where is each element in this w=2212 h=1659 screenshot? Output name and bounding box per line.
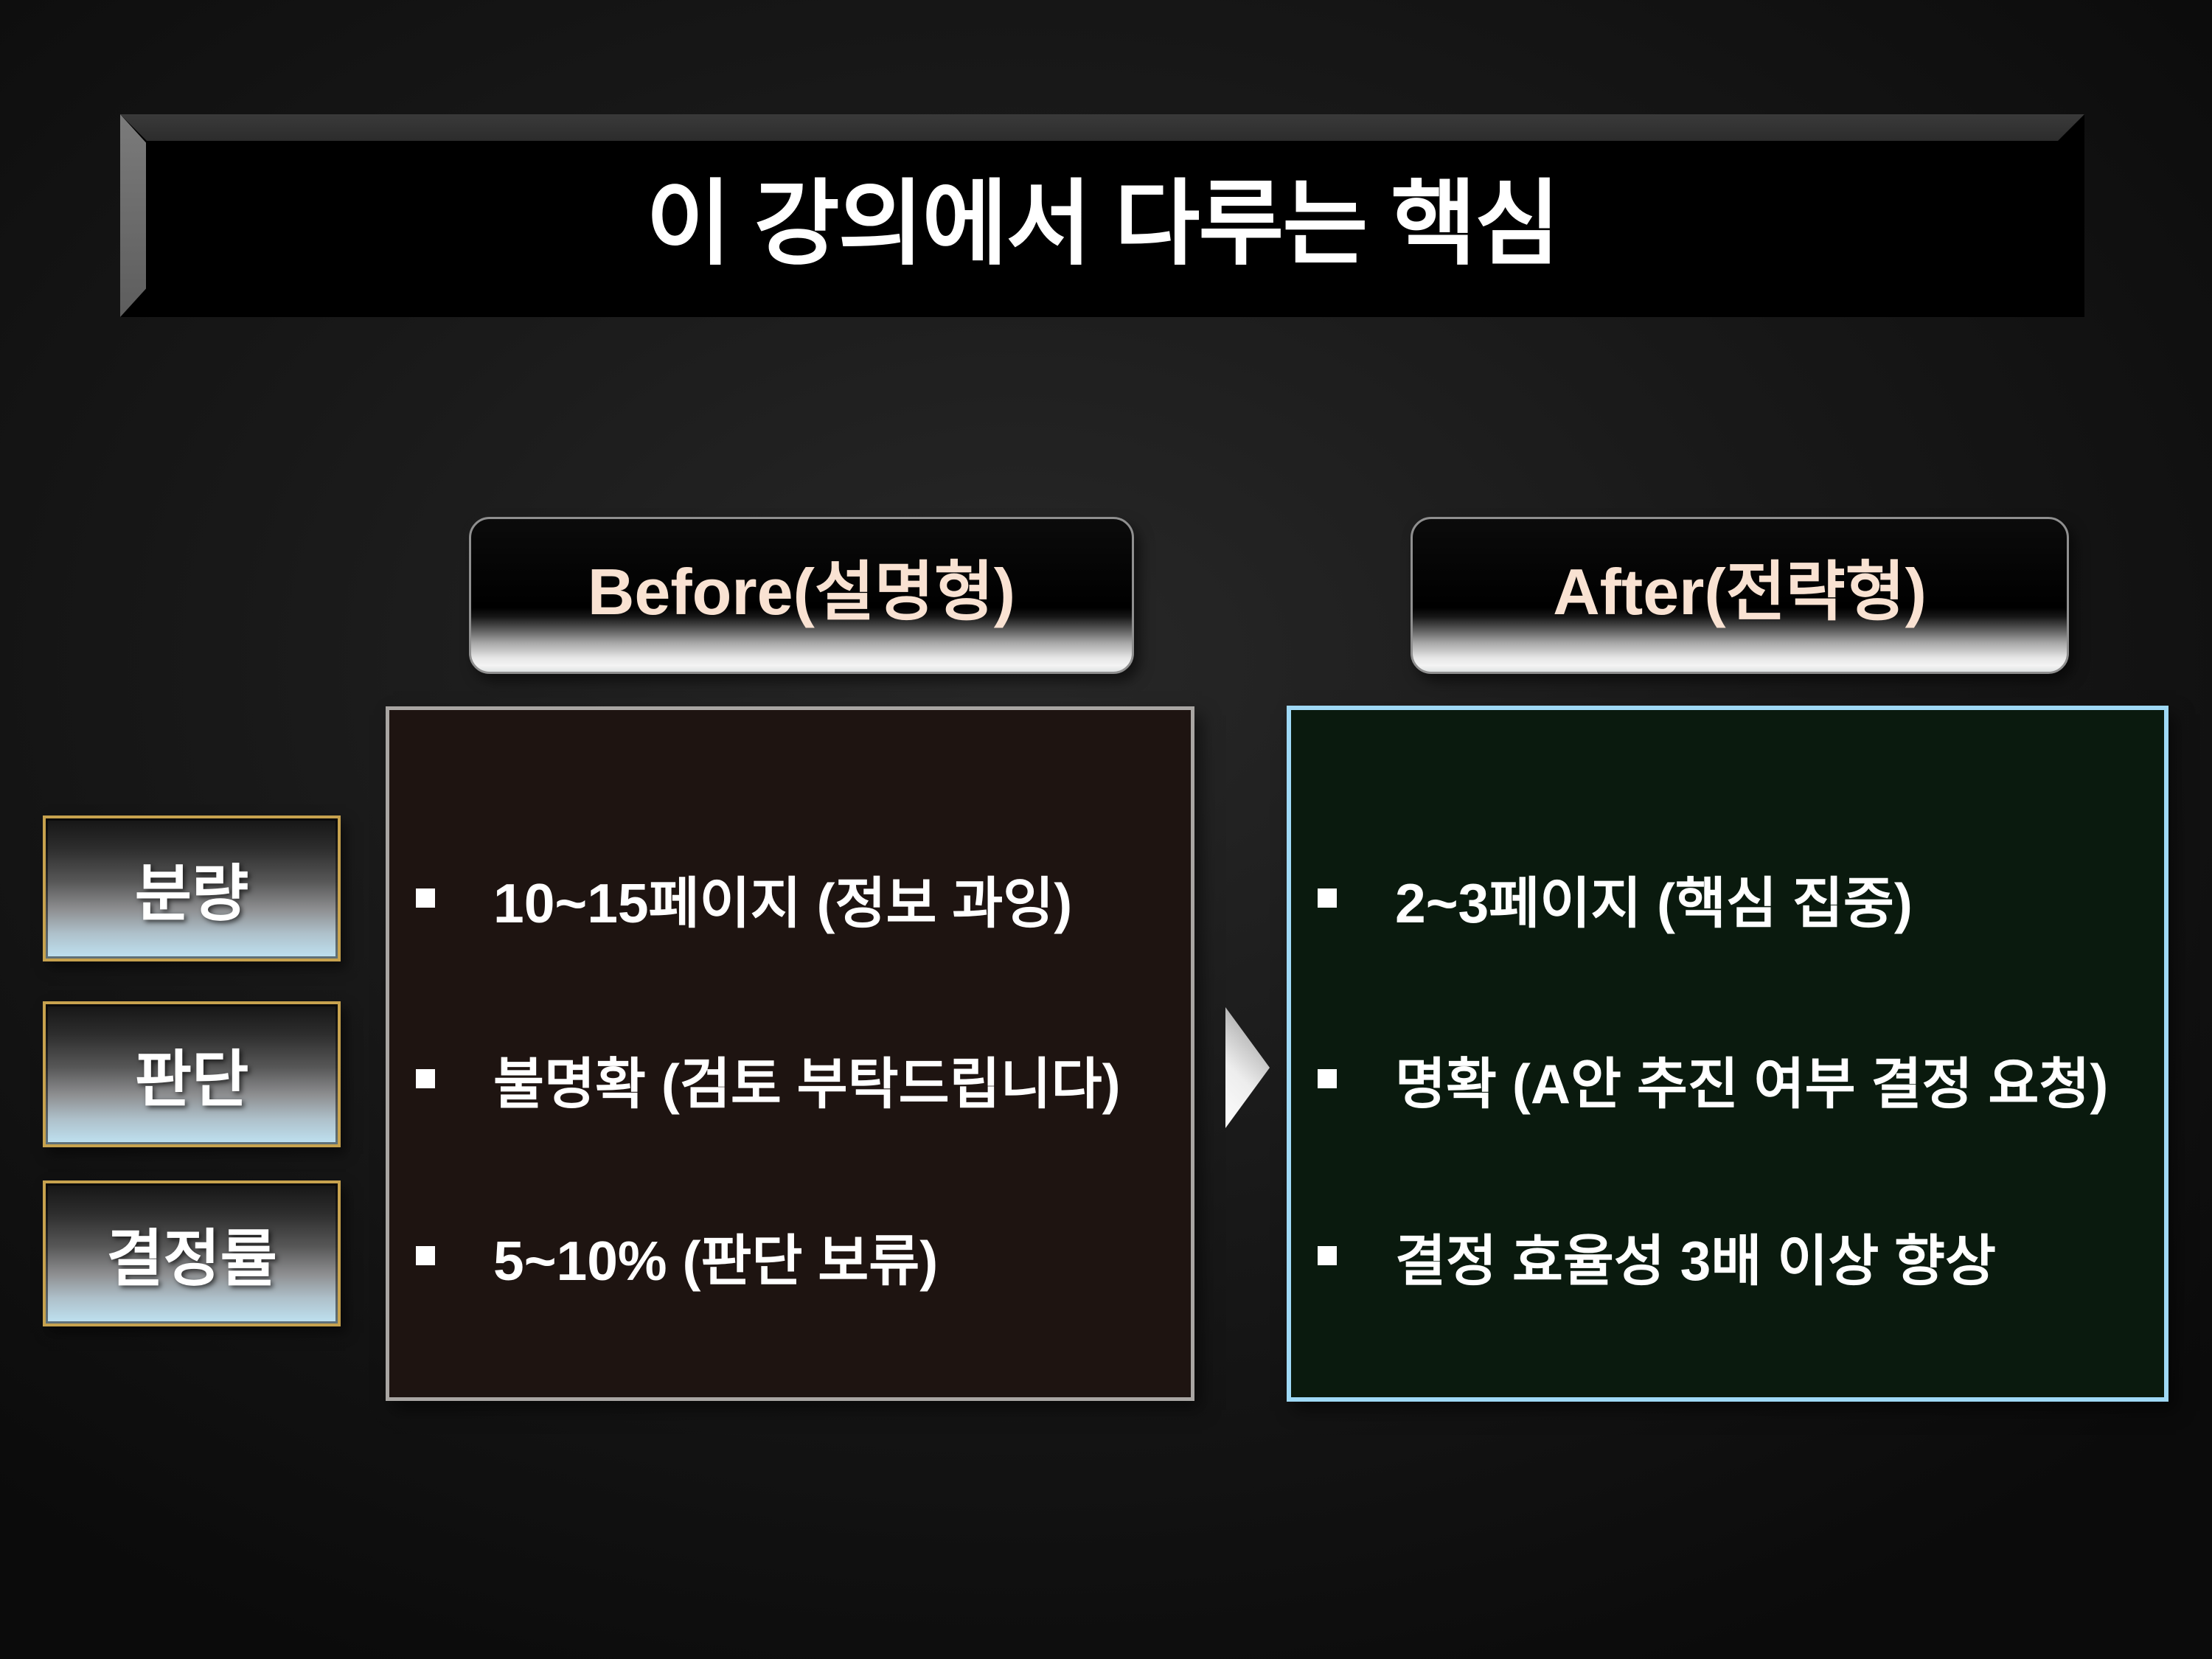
bullet-item: 명확 (A안 추진 여부 결정 요청) [1318, 1038, 2152, 1119]
bullet-item: 2~3페이지 (핵심 집중) [1318, 858, 2152, 939]
bullet-item: 불명확 (검토 부탁드립니다) [416, 1038, 1179, 1119]
page-title: 이 강의에서 다루는 핵심 [645, 171, 1560, 276]
column-header-before: Before(설명형) [469, 517, 1134, 674]
right-arrow-icon [1225, 1007, 1270, 1128]
bullet-square-icon [1318, 1069, 1337, 1088]
bullet-text: 5~10% (판단 보류) [493, 1229, 939, 1292]
row-label: 분량 [43, 815, 341, 961]
row-label: 판단 [43, 1001, 341, 1147]
after-content-box: 2~3페이지 (핵심 집중) 명확 (A안 추진 여부 결정 요청) 결정 효율… [1287, 706, 2168, 1402]
bullet-square-icon [416, 1069, 435, 1088]
bullet-text: 불명확 (검토 부탁드립니다) [493, 1052, 1121, 1115]
row-label-text: 결정률 [106, 1223, 277, 1293]
row-label-text: 분량 [134, 858, 249, 928]
bullet-text: 명확 (A안 추진 여부 결정 요청) [1395, 1052, 2109, 1115]
title-bar: 이 강의에서 다루는 핵심 [120, 114, 2084, 317]
bullet-text: 결정 효율성 3배 이상 향상 [1395, 1229, 1997, 1292]
bullet-square-icon [416, 888, 435, 908]
bullet-item: 5~10% (판단 보류) [416, 1215, 1179, 1296]
before-content-box: 10~15페이지 (정보 과잉) 불명확 (검토 부탁드립니다) 5~10% (… [386, 706, 1194, 1401]
row-label-text: 판단 [134, 1044, 249, 1114]
row-label: 결정률 [43, 1180, 341, 1326]
bullet-item: 결정 효율성 3배 이상 향상 [1318, 1215, 2152, 1296]
column-header-after-label: After(전략형) [1553, 555, 1927, 628]
title-bar-top-bevel [120, 114, 2084, 141]
bullet-square-icon [416, 1246, 435, 1265]
column-header-before-label: Before(설명형) [587, 555, 1016, 628]
bullet-square-icon [1318, 1246, 1337, 1265]
title-bar-left-bevel [120, 114, 146, 317]
bullet-text: 2~3페이지 (핵심 집중) [1395, 872, 1913, 934]
bullet-text: 10~15페이지 (정보 과잉) [493, 872, 1073, 934]
bullet-item: 10~15페이지 (정보 과잉) [416, 858, 1179, 939]
column-header-after: After(전략형) [1411, 517, 2069, 674]
bullet-square-icon [1318, 888, 1337, 908]
